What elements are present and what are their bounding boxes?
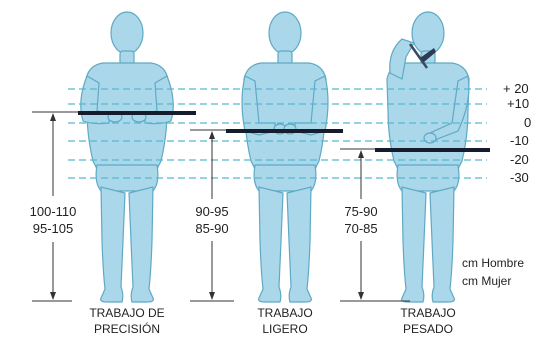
level-labels: + 20 +10 0 -10 -20 -30 xyxy=(503,81,531,185)
human-figure-icon xyxy=(80,11,174,303)
level-label-minus20: -20 xyxy=(510,152,529,167)
height-dimension-precision xyxy=(50,113,56,300)
caption-light-line2: LIGERO xyxy=(262,322,307,336)
caption-heavy-line1: TRABAJO xyxy=(400,306,455,320)
level-label-minus30: -30 xyxy=(510,170,529,185)
human-figure-icon xyxy=(241,11,329,303)
height-men-light: 90-95 xyxy=(195,204,228,219)
hammer-icon xyxy=(408,43,436,69)
caption-precision-line1: TRABAJO DE xyxy=(89,306,164,320)
level-label-zero: 0 xyxy=(524,115,531,130)
caption-light-line1: TRABAJO xyxy=(257,306,312,320)
level-guide-lines xyxy=(68,88,487,179)
height-women-precision: 95-105 xyxy=(33,221,73,236)
height-women-light: 85-90 xyxy=(195,221,228,236)
legend-men: cm Hombre xyxy=(462,256,524,270)
height-women-heavy: 70-85 xyxy=(344,221,377,236)
height-dimension-heavy xyxy=(358,150,364,300)
height-men-precision: 100-110 xyxy=(30,204,77,219)
height-men-heavy: 75-90 xyxy=(344,204,377,219)
level-label-minus10: -10 xyxy=(510,133,529,148)
height-dimension-light xyxy=(209,131,215,300)
legend-women: cm Mujer xyxy=(462,274,511,288)
caption-precision-line2: PRECISIÓN xyxy=(94,321,160,336)
level-label-plus10: +10 xyxy=(507,96,529,111)
level-label-plus20: + 20 xyxy=(503,81,529,96)
caption-heavy-line2: PESADO xyxy=(403,322,453,336)
